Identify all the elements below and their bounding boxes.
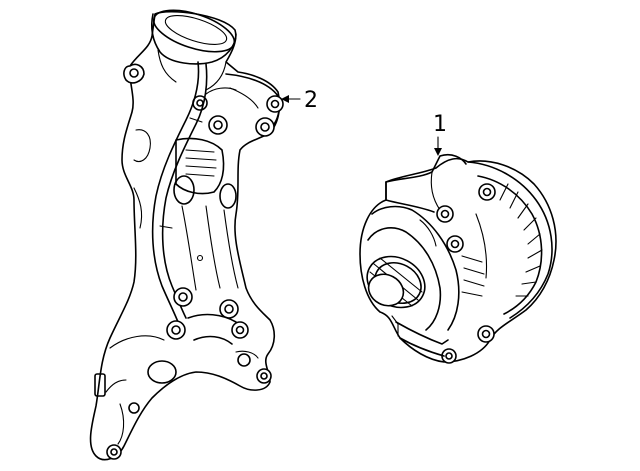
callout-2-label: 2 xyxy=(304,88,318,113)
callout-1: 1 xyxy=(433,112,447,156)
alternator-part xyxy=(359,153,557,364)
arrow-down-icon xyxy=(434,148,442,156)
callout-2: 2 xyxy=(281,88,318,113)
callout-1-label: 1 xyxy=(433,112,447,137)
arrow-left-icon xyxy=(281,95,289,103)
mounting-bracket-part xyxy=(89,9,284,461)
